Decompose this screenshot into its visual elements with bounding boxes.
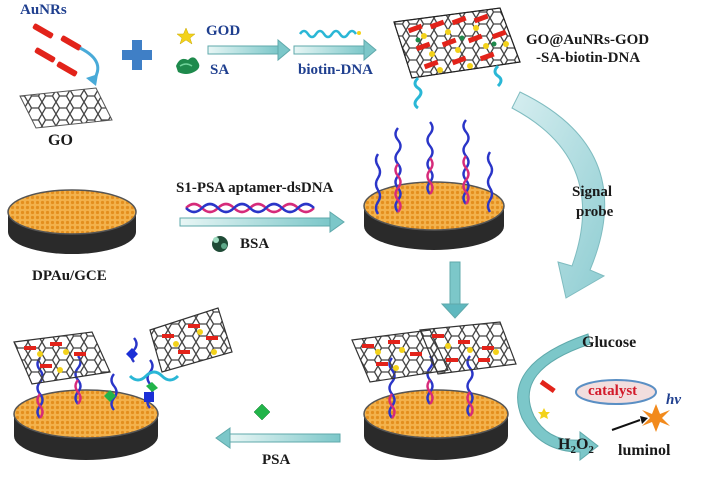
signal-probe-complex	[393, 7, 521, 110]
graphene-oxide-icon	[19, 87, 113, 129]
aptamer-strands-middle	[374, 119, 494, 215]
god-catalyst-icon	[538, 408, 550, 419]
god-label: GOD	[206, 23, 241, 39]
aunrs-icon	[32, 23, 100, 86]
arrow-step-4	[440, 261, 470, 319]
bsa-label: BSA	[240, 236, 270, 252]
modified-electrode-middle	[363, 181, 505, 250]
psa-label: PSA	[262, 452, 291, 468]
catalyst-badge	[575, 379, 657, 405]
aunr-catalyst-icon	[539, 379, 556, 394]
signal-label-line2: probe	[576, 204, 614, 220]
dpau-gce-electrode	[7, 189, 137, 254]
catalyst-label: catalyst	[588, 383, 638, 399]
arrow-step-2	[293, 38, 377, 62]
assembled-sensor-right	[351, 321, 517, 460]
biotin-dna-label: biotin-DNA	[298, 62, 374, 78]
signal-label-line1: Signal	[572, 184, 613, 200]
biotin-dna-icon	[298, 29, 358, 39]
biotin-dot	[357, 31, 361, 35]
probe-label-line1: GO@AuNRs-GOD	[526, 32, 650, 48]
arrow-step-1	[207, 38, 291, 62]
probe-label-line2: -SA-biotin-DNA	[536, 50, 641, 66]
streptavidin-icon	[176, 57, 200, 74]
glucose-arrow	[517, 333, 599, 462]
signal-probe-curved-arrow	[511, 91, 606, 299]
hv-label: hv	[666, 392, 681, 408]
glucose-label: Glucose	[582, 334, 637, 351]
s1-psa-aptamer-label: S1-PSA aptamer-dsDNA	[176, 180, 334, 196]
h2o2-label: H2O2	[558, 436, 594, 457]
aunrs-label: AuNRs	[20, 2, 67, 18]
dsdna-icon	[185, 202, 315, 214]
god-star-icon	[176, 27, 196, 45]
light-emission-icon	[611, 404, 670, 432]
luminol-label: luminol	[618, 442, 671, 459]
bsa-icon	[212, 236, 228, 252]
electrode-label: DPAu/GCE	[32, 268, 107, 284]
go-label: GO	[48, 132, 73, 149]
psa-diamond-icon	[253, 403, 271, 421]
plus-icon	[122, 40, 152, 70]
sensor-after-psa	[13, 307, 233, 460]
arrow-step-5	[215, 427, 341, 449]
arrow-step-3	[179, 211, 345, 233]
sa-label: SA	[210, 62, 230, 78]
